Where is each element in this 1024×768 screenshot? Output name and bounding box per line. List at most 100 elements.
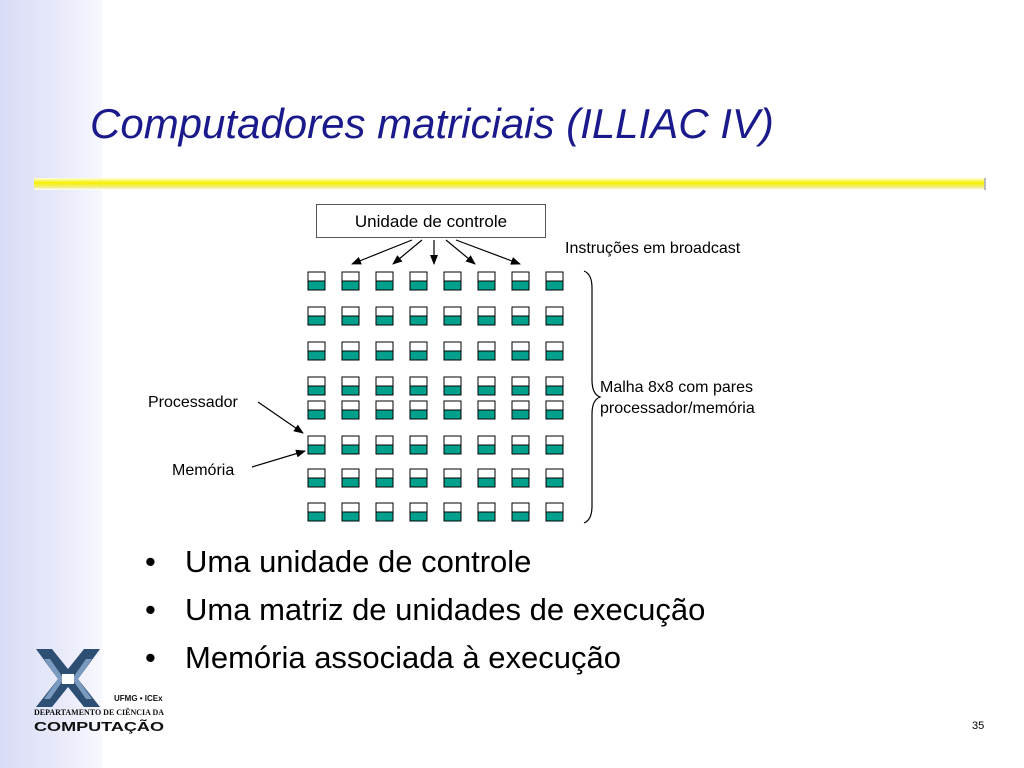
memory-cell (443, 280, 462, 291)
bullet-text: Uma unidade de controle (185, 544, 532, 579)
pe-pair (477, 376, 496, 396)
memory-cell (545, 280, 564, 291)
processor-cell (545, 341, 564, 352)
memory-cell (409, 477, 428, 488)
pe-pair (375, 502, 394, 522)
pe-pair (545, 502, 564, 522)
pe-pair (341, 502, 360, 522)
memory-cell (307, 477, 326, 488)
processor-cell (545, 400, 564, 411)
pe-pair (375, 341, 394, 361)
processor-cell (409, 306, 428, 317)
memory-cell (477, 444, 496, 455)
memory-cell (409, 280, 428, 291)
processor-cell (443, 306, 462, 317)
memory-cell (409, 350, 428, 361)
processor-cell (477, 502, 496, 513)
memory-cell (307, 511, 326, 522)
pe-pair (375, 376, 394, 396)
pe-pair (477, 468, 496, 488)
processor-cell (409, 341, 428, 352)
processor-cell (545, 468, 564, 479)
broadcast-label: Instruções em broadcast (565, 240, 741, 257)
pe-pair (341, 271, 360, 291)
processor-pointer-arrow (257, 401, 304, 434)
pe-pair (307, 435, 326, 455)
processor-cell (477, 271, 496, 282)
pe-pair (545, 468, 564, 488)
mesh-label-line2: processador/memória (600, 400, 755, 417)
broadcast-arrow (392, 239, 423, 265)
processor-cell (341, 306, 360, 317)
processor-cell (341, 271, 360, 282)
processor-cell (511, 306, 530, 317)
processor-cell (477, 468, 496, 479)
pe-pair (443, 271, 462, 291)
processor-cell (443, 376, 462, 387)
processor-cell (375, 502, 394, 513)
pe-pair (511, 502, 530, 522)
processor-cell (409, 271, 428, 282)
pe-pair (409, 400, 428, 420)
processor-label: Processador (148, 394, 238, 411)
processor-cell (511, 468, 530, 479)
memory-cell (375, 409, 394, 420)
pe-pair (341, 468, 360, 488)
pe-pair (477, 435, 496, 455)
pe-pair (443, 400, 462, 420)
processor-cell (375, 468, 394, 479)
processor-cell (443, 468, 462, 479)
pe-pair (511, 376, 530, 396)
bullet-dot: • (145, 592, 156, 627)
processor-cell (545, 306, 564, 317)
broadcast-arrow (351, 239, 413, 265)
pe-pair (409, 271, 428, 291)
memory-pointer-arrow (251, 449, 306, 468)
processor-cell (545, 435, 564, 446)
memory-cell (511, 385, 530, 396)
title-rule (34, 178, 986, 190)
processor-cell (511, 376, 530, 387)
processor-cell (477, 341, 496, 352)
memory-cell (511, 444, 530, 455)
memory-label: Memória (172, 462, 235, 479)
processor-cell (443, 435, 462, 446)
pe-pair (545, 341, 564, 361)
pe-pair (341, 306, 360, 326)
processor-cell (307, 400, 326, 411)
memory-cell (477, 315, 496, 326)
pe-pair (511, 341, 530, 361)
dcc-logo: UFMG • ICEx DEPARTAMENTO DE CIÊNCIA DA C… (34, 649, 165, 734)
memory-cell (443, 444, 462, 455)
processor-cell (409, 400, 428, 411)
pe-pair (341, 341, 360, 361)
control-unit-box: Unidade de controle (316, 204, 546, 238)
pe-pair (307, 306, 326, 326)
processor-cell (375, 376, 394, 387)
memory-cell (545, 409, 564, 420)
memory-cell (443, 315, 462, 326)
processor-cell (409, 468, 428, 479)
pe-pair (341, 376, 360, 396)
pe-pair (477, 271, 496, 291)
pe-pair (375, 271, 394, 291)
bullet-list: •Uma unidade de controle •Uma matriz de … (145, 538, 705, 682)
bullet-item: • Uma unidade de controle (145, 538, 705, 586)
memory-cell (545, 315, 564, 326)
memory-cell (307, 350, 326, 361)
pe-pair (545, 306, 564, 326)
memory-cell (341, 385, 360, 396)
memory-cell (341, 477, 360, 488)
memory-cell (375, 511, 394, 522)
processor-cell (307, 435, 326, 446)
bullet-text: Memória associada à execução (185, 640, 621, 675)
mesh-label-line1: Malha 8x8 com pares (600, 379, 753, 396)
memory-cell (341, 350, 360, 361)
memory-cell (307, 385, 326, 396)
processor-cell (307, 376, 326, 387)
processor-cell (511, 271, 530, 282)
processor-cell (375, 400, 394, 411)
memory-cell (477, 280, 496, 291)
bullet-dot: • (145, 544, 156, 579)
pe-pair (511, 468, 530, 488)
